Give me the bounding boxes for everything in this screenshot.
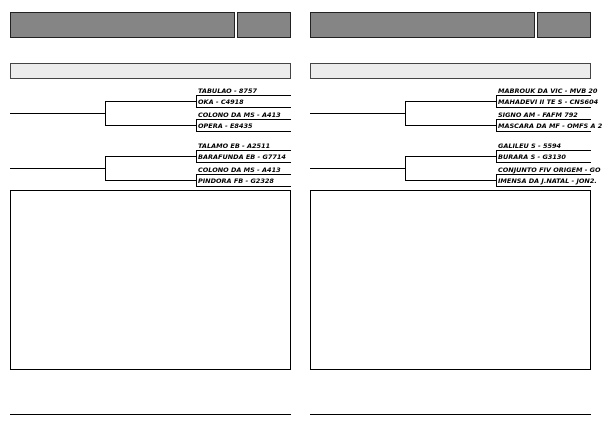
pedigree-line (105, 156, 106, 180)
pedigree-line (496, 95, 591, 96)
pedigree-line (496, 119, 591, 120)
pedigree-line (10, 113, 105, 114)
pedigree-line (496, 150, 497, 162)
pedigree-line (196, 162, 291, 163)
ancestor-name: BARAFUNDA EB - G7714 (198, 153, 286, 161)
pedigree-line (196, 174, 197, 186)
pedigree-line (196, 95, 291, 96)
ancestor-name: IMENSA DA J.NATAL - JON2. (498, 177, 597, 185)
section-bar (310, 63, 591, 79)
pedigree-line (196, 131, 291, 132)
pedigree-line (405, 156, 406, 180)
pedigree-line (405, 125, 496, 126)
pedigree-line (496, 131, 591, 132)
content-panel (310, 190, 591, 370)
ancestor-name: COLONO DA MS - A413 (198, 111, 281, 119)
pedigree-line (496, 107, 591, 108)
ancestor-name: MASCARA DA MF - OMFS A 2 (498, 122, 602, 130)
ancestor-name: TABULAO - 8757 (198, 87, 258, 95)
left-page: TABULAO - 8757 OKA - C4918 COLONO DA MS … (10, 0, 292, 426)
pedigree-line (496, 174, 591, 175)
pedigree-line (310, 113, 405, 114)
pedigree-line (496, 95, 497, 107)
pedigree-line (10, 168, 105, 169)
pedigree-line (496, 150, 591, 151)
ancestor-name: GALILEU S - 5594 (498, 142, 562, 150)
header-side-box (537, 12, 591, 38)
pedigree-line (310, 168, 405, 169)
ancestor-name: MABROUK DA VIC - MVB 20 (498, 87, 598, 95)
pedigree-line (405, 156, 496, 157)
pedigree-line (405, 101, 496, 102)
pedigree-line (196, 95, 197, 107)
header-title-bar (310, 12, 535, 38)
pedigree-line (196, 119, 291, 120)
ancestor-name: MAHADEVI II TE S - CNS604 (498, 98, 599, 106)
header-title-bar (10, 12, 235, 38)
pedigree-line (196, 119, 197, 131)
ancestor-name: BURARA S - G3130 (498, 153, 566, 161)
ancestor-name: CONJUNTO FIV ORIGEM - GO (498, 166, 601, 174)
pedigree-line (496, 186, 591, 187)
pedigree-line (105, 156, 196, 157)
ancestor-name: PINDORA FB - G2328 (198, 177, 274, 185)
ancestor-name: OPERA - E8435 (198, 122, 253, 130)
pedigree-line (105, 180, 196, 181)
pedigree-line (196, 150, 197, 162)
pedigree-line (405, 101, 406, 125)
section-bar (10, 63, 291, 79)
pedigree-line (196, 174, 291, 175)
pedigree-line (105, 125, 196, 126)
pedigree-line (496, 119, 497, 131)
pedigree-line (105, 101, 196, 102)
pedigree-line (196, 150, 291, 151)
pedigree-line (496, 162, 591, 163)
right-page: MABROUK DA VIC - MVB 20 MAHADEVI II TE S… (310, 0, 602, 426)
ancestor-name: OKA - C4918 (198, 98, 244, 106)
ancestor-name: COLONO DA MS - A413 (198, 166, 281, 174)
pedigree-line (405, 180, 496, 181)
header-side-box (237, 12, 291, 38)
ancestor-name: SIGNO AM - FAFM 792 (498, 111, 578, 119)
pedigree-line (496, 174, 497, 186)
pedigree-line (105, 101, 106, 125)
footer-line (310, 414, 591, 415)
pedigree-line (196, 107, 291, 108)
footer-line (10, 414, 291, 415)
pedigree-line (196, 186, 291, 187)
content-panel (10, 190, 291, 370)
ancestor-name: TALAMO EB - A2511 (198, 142, 271, 150)
